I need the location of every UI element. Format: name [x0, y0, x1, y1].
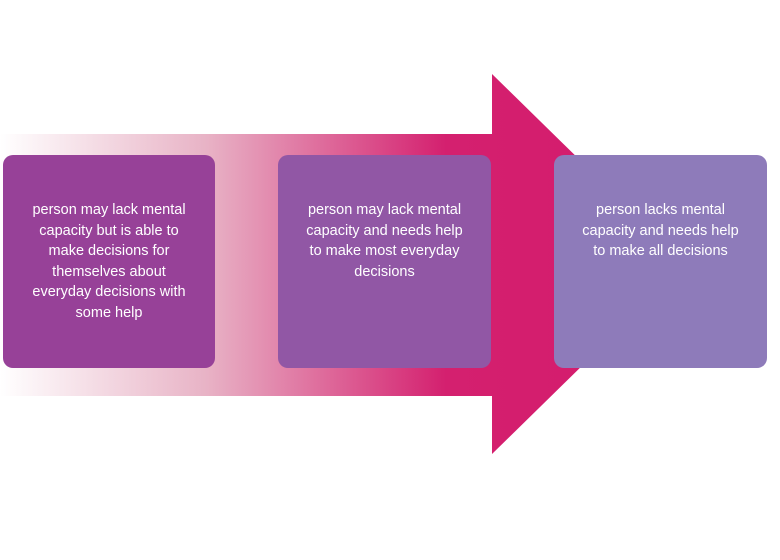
- stage-box-3: person lacks mental capacity and needs h…: [554, 155, 767, 368]
- stage-2-text: person may lack mental capacity and need…: [306, 202, 463, 280]
- stage-1-text: person may lack mental capacity but is a…: [32, 202, 186, 321]
- stage-box-1: person may lack mental capacity but is a…: [3, 155, 215, 368]
- stage-box-2: person may lack mental capacity and need…: [278, 155, 491, 368]
- stage-3-text: person lacks mental capacity and needs h…: [582, 202, 739, 259]
